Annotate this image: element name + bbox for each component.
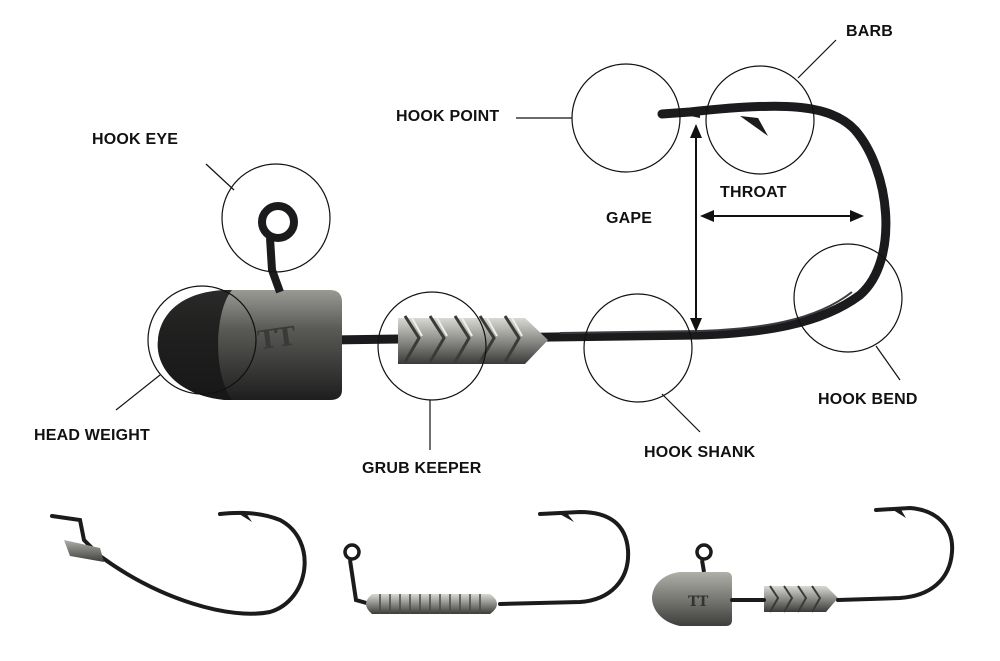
throat-arrow [700,210,864,222]
label-hook-eye: HOOK EYE [92,131,179,148]
label-hook-bend: HOOK BEND [818,391,918,408]
hook-shank-circle [583,293,693,403]
barb-circle [705,65,815,175]
head-weight-circle [147,285,257,395]
hook-point-tip [662,108,700,118]
variant-offset-hook [50,510,307,616]
hook-eye-circle [221,163,331,273]
grub-keeper-circle [377,291,487,401]
hook-wire [325,101,891,345]
head-weight-shape: TT [157,290,342,400]
label-grub-keeper: GRUB KEEPER [362,460,482,477]
label-hook-shank: HOOK SHANK [644,444,756,461]
hook-eye-shape [258,202,298,294]
variant-small-tt-jig: TT [652,505,955,626]
variant-long-keeper-jig [343,509,631,614]
barb-shape [740,116,768,136]
label-gape: GAPE [606,210,653,227]
label-throat: THROAT [720,184,787,201]
gape-arrow [690,124,702,332]
main-jig-hook: TT [115,39,903,450]
highlight-circles [147,63,903,403]
label-head-weight: HEAD WEIGHT [34,427,150,444]
hook-wire-highlight [559,291,853,334]
grub-keeper-shape [398,315,548,364]
small-head-logo: TT [688,594,709,610]
head-logo: TT [256,321,298,356]
label-barb: BARB [846,23,894,40]
hook-bend-circle [793,243,903,353]
leader-lines [115,39,901,450]
label-hook-point: HOOK POINT [396,108,500,125]
